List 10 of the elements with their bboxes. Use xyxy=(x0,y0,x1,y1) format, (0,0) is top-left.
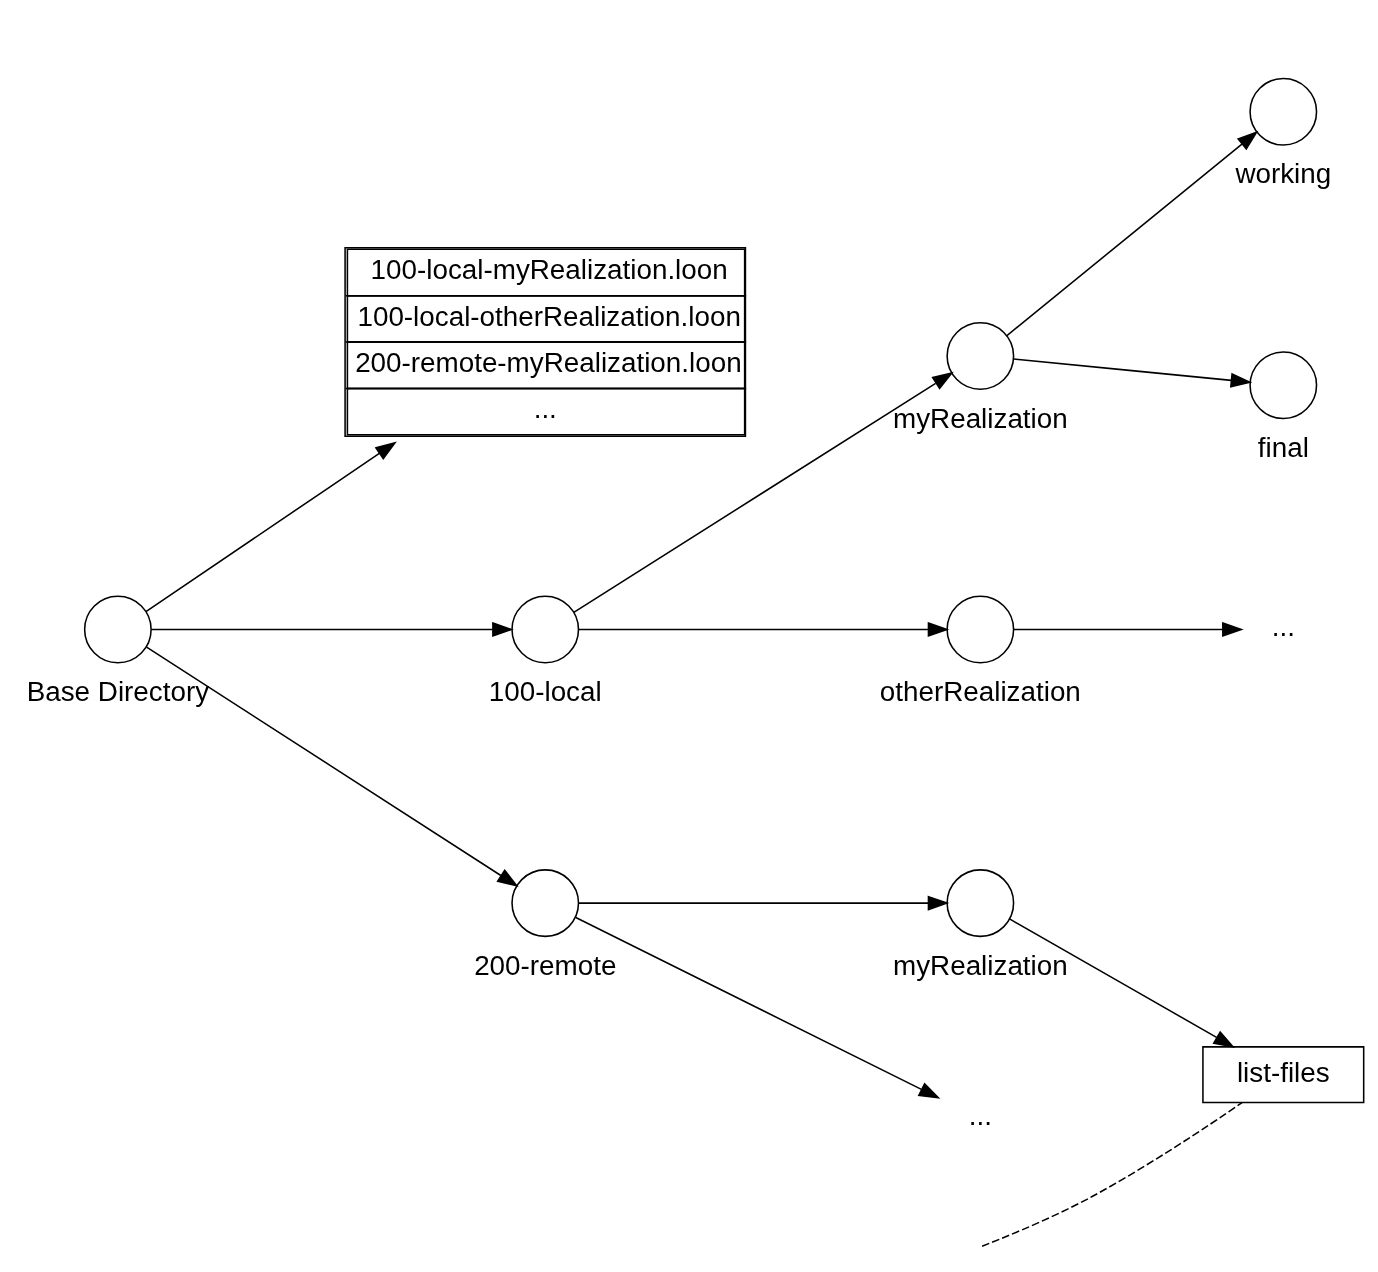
node-label: 100-local xyxy=(488,676,602,708)
node-label: 200-remote xyxy=(474,949,617,981)
node-label: otherRealization xyxy=(879,676,1081,708)
node-label: myRealization xyxy=(893,949,1068,981)
node-text: ... xyxy=(968,1099,992,1131)
node-text: ... xyxy=(1271,611,1295,643)
node-label: myRealization xyxy=(893,402,1068,434)
node-label: final xyxy=(1257,432,1309,464)
node-label: working xyxy=(1235,158,1332,190)
node-label: Base Directory xyxy=(26,676,210,708)
